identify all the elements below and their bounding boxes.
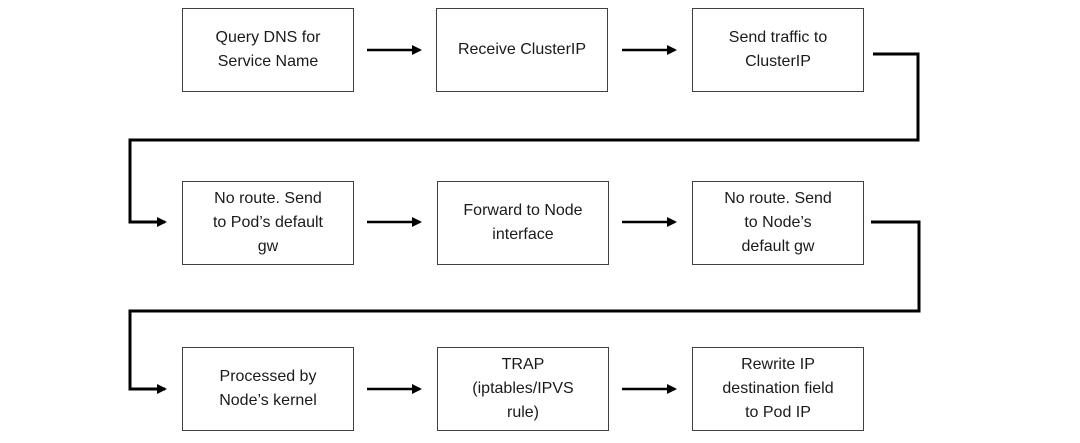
flow-step-query-dns: Query DNS for Service Name bbox=[182, 8, 354, 92]
flow-step-send-traffic: Send traffic to ClusterIP bbox=[692, 8, 864, 92]
flow-step-node-default-gw: No route. Send to Node’s default gw bbox=[692, 181, 864, 265]
flow-step-rewrite-ip: Rewrite IP destination field to Pod IP bbox=[692, 347, 864, 431]
flow-step-pod-default-gw: No route. Send to Pod’s default gw bbox=[182, 181, 354, 265]
flow-step-forward-node-interface: Forward to Node interface bbox=[437, 181, 609, 265]
flow-step-processed-kernel: Processed by Node’s kernel bbox=[182, 347, 354, 431]
flow-step-receive-clusterip: Receive ClusterIP bbox=[436, 8, 608, 92]
flow-step-trap-rule: TRAP (iptables/IPVS rule) bbox=[437, 347, 609, 431]
connector-send-traffic-to-pod-default-gw bbox=[128, 52, 920, 227]
connector-node-default-gw-to-processed-kernel bbox=[128, 220, 921, 394]
